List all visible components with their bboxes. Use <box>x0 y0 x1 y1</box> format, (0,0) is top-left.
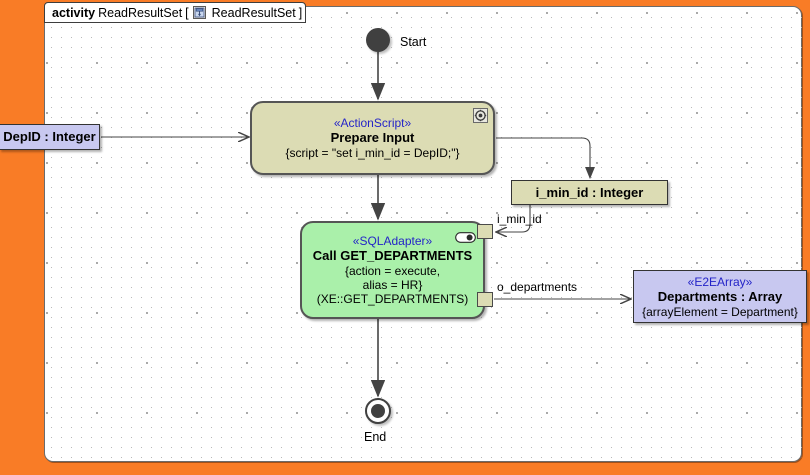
final-node[interactable] <box>365 398 391 424</box>
call-get-departments-property-2: alias = HR} <box>362 278 423 292</box>
final-node-label: End <box>364 430 387 444</box>
adapter-pill-icon[interactable] <box>455 230 476 243</box>
frame-bracket-close: ] <box>298 5 303 20</box>
input-pin-label: i_min_id <box>497 212 542 226</box>
activity-diagram-icon <box>192 6 206 19</box>
depid-name: DepID : Integer <box>3 129 96 144</box>
frame-bracket-open: [ <box>185 5 189 20</box>
departments-name: Departments : Array <box>657 288 783 304</box>
object-node-depid[interactable]: DepID : Integer <box>0 124 100 150</box>
object-node-i-min-id[interactable]: i_min_id : Integer <box>511 180 668 205</box>
prepare-input-property: {script = "set i_min_id = DepID;"} <box>285 146 460 160</box>
initial-node-label: Start <box>400 35 427 49</box>
call-get-departments-name: Call GET_DEPARTMENTS <box>312 248 473 263</box>
frame-inner-name: ReadResultSet <box>211 5 296 20</box>
output-pin-label: o_departments <box>497 280 578 294</box>
frame-keyword: activity <box>52 5 96 20</box>
output-pin-o-departments[interactable] <box>477 292 493 307</box>
departments-stereotype: «E2EArray» <box>687 274 753 289</box>
i-min-id-name: i_min_id : Integer <box>535 184 644 200</box>
frame-header[interactable]: activity ReadResultSet [ ReadResultSet ] <box>44 2 307 23</box>
object-node-departments[interactable]: «E2EArray» Departments : Array {arrayEle… <box>633 270 807 323</box>
action-node-prepare-input[interactable]: «ActionScript» Prepare Input {script = "… <box>250 101 495 175</box>
input-pin-i-min-id[interactable] <box>477 224 493 239</box>
prepare-input-name: Prepare Input <box>330 130 415 145</box>
frame-name: ReadResultSet <box>98 5 183 20</box>
initial-node[interactable] <box>366 28 390 52</box>
action-node-call-get-departments[interactable]: «SQLAdapter» Call GET_DEPARTMENTS {actio… <box>300 221 485 319</box>
call-get-departments-property-1: {action = execute, <box>344 264 441 278</box>
departments-property: {arrayElement = Department} <box>642 304 798 319</box>
prepare-input-stereotype: «ActionScript» <box>333 116 412 130</box>
script-gear-icon[interactable] <box>473 108 488 123</box>
call-get-departments-property-3: (XE::GET_DEPARTMENTS) <box>316 292 469 306</box>
